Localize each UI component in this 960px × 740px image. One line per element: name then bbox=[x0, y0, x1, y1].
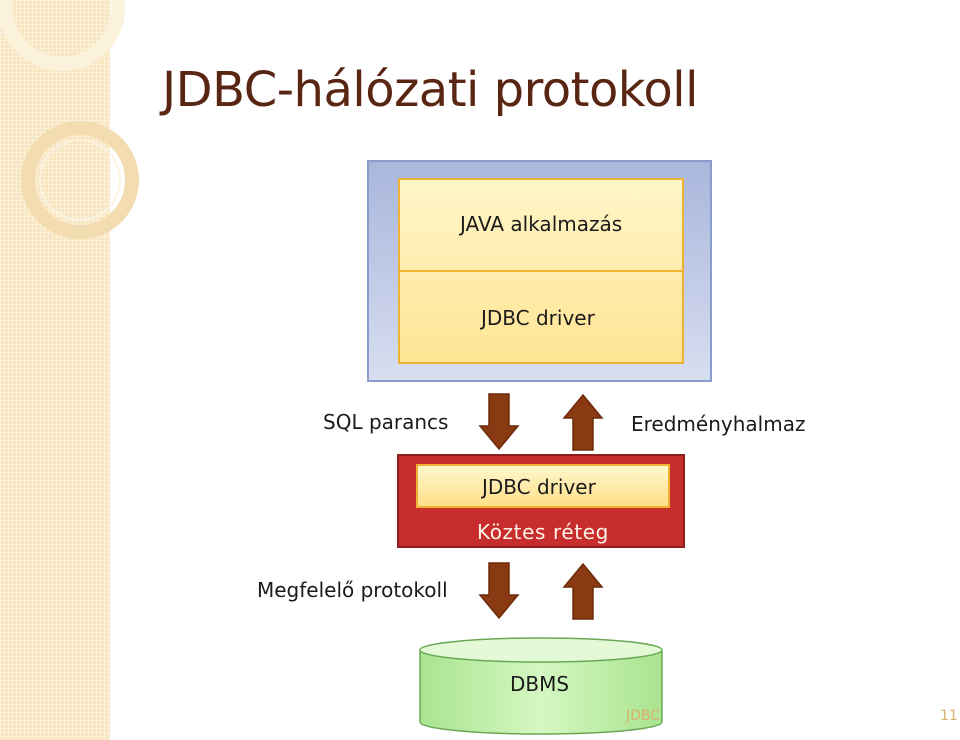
client-driver-label: JDBC driver bbox=[481, 306, 595, 330]
dbms-label: DBMS bbox=[510, 672, 570, 696]
protocol-label: Megfelelő protokoll bbox=[257, 578, 448, 602]
sql-command-label: SQL parancs bbox=[323, 410, 449, 434]
down-arrow-icon bbox=[478, 393, 520, 451]
middleware-driver-label: JDBC driver bbox=[482, 475, 596, 499]
middleware-layer-label: Köztes réteg bbox=[477, 520, 609, 544]
up-arrow-icon bbox=[562, 562, 604, 620]
result-set-label: Eredményhalmaz bbox=[631, 412, 806, 436]
decorative-rings bbox=[0, 0, 139, 239]
database-cylinder-icon bbox=[419, 637, 663, 735]
footer-text: JDBC bbox=[626, 708, 661, 724]
client-inner-divider bbox=[400, 270, 682, 272]
java-app-label: JAVA alkalmazás bbox=[460, 212, 623, 236]
page-number: 11 bbox=[940, 708, 958, 724]
slide-title: JDBC-hálózati protokoll bbox=[162, 62, 698, 118]
up-arrow-icon bbox=[562, 393, 604, 451]
middleware-driver-box bbox=[416, 464, 670, 508]
down-arrow-icon bbox=[478, 562, 520, 620]
